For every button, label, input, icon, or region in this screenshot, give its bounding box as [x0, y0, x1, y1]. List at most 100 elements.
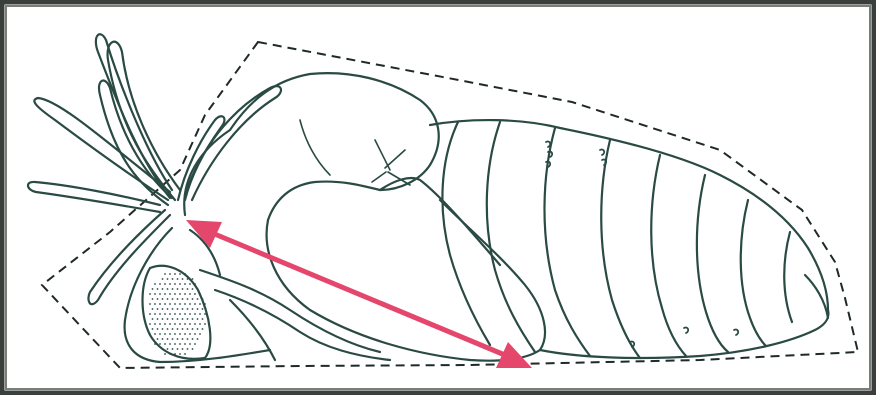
stipple-dot: [157, 308, 159, 310]
stipple-dot: [184, 283, 186, 285]
stipple-dot: [194, 303, 196, 305]
segment-line-7: [741, 200, 766, 346]
segment-line-3: [544, 128, 590, 356]
stipple-dot: [189, 293, 191, 295]
stipple-dot: [164, 303, 166, 305]
stipple-dot: [169, 343, 171, 345]
stipple-dot: [177, 288, 179, 290]
measurement-arrow-shaft: [205, 230, 512, 358]
stipple-dot: [177, 298, 179, 300]
stipple-dot: [187, 298, 189, 300]
stipple-dot: [199, 323, 201, 325]
stipple-dot: [187, 318, 189, 320]
appendage-7: [88, 210, 170, 304]
stipple-dot: [194, 293, 196, 295]
stipple-dot: [154, 293, 156, 295]
stipple-dot: [184, 303, 186, 305]
stipple-dot: [162, 308, 164, 310]
stipple-dot: [177, 318, 179, 320]
stipple-dot: [174, 323, 176, 325]
stipple-dot: [149, 323, 151, 325]
stipple-dot: [159, 333, 161, 335]
stipple-dot: [157, 318, 159, 320]
spiracle-2: [600, 150, 606, 165]
head-lobe: [184, 73, 438, 215]
stipple-dot: [194, 323, 196, 325]
stipple-dot: [204, 303, 206, 305]
abdomen-top-edge: [430, 120, 828, 310]
stipple-dot: [172, 338, 174, 340]
stipple-dot: [167, 318, 169, 320]
stippled-pad-outline: [143, 266, 211, 359]
stipple-dot: [169, 303, 171, 305]
stipple-dot: [182, 348, 184, 350]
stipple-dot: [179, 313, 181, 315]
stipple-dot: [184, 353, 186, 355]
stipple-dot: [149, 303, 151, 305]
stipple-dot: [174, 333, 176, 335]
stipple-dot: [162, 298, 164, 300]
stipple-dot: [169, 313, 171, 315]
stipple-dot: [152, 308, 154, 310]
stipple-dot: [179, 293, 181, 295]
stipple-dot: [197, 308, 199, 310]
stipple-dot: [202, 298, 204, 300]
stipple-dot: [177, 308, 179, 310]
stipple-dot: [189, 283, 191, 285]
stipple-dot: [192, 288, 194, 290]
stipple-dot: [202, 318, 204, 320]
stipple-dot: [154, 333, 156, 335]
stipple-dot: [157, 328, 159, 330]
stipple-dot: [159, 283, 161, 285]
segment-line-5: [651, 155, 686, 356]
stipple-dot: [184, 273, 186, 275]
stipple-dot: [169, 283, 171, 285]
stipple-dot: [197, 338, 199, 340]
stipple-dot: [187, 328, 189, 330]
appendages: [28, 34, 281, 304]
stipple-dot: [169, 293, 171, 295]
stipple-dot: [169, 273, 171, 275]
stipple-dot: [174, 283, 176, 285]
stipple-dot: [192, 318, 194, 320]
legs: [125, 228, 390, 362]
stipple-dot: [182, 298, 184, 300]
stipple-dot: [179, 343, 181, 345]
stipple-dot: [169, 323, 171, 325]
thorax-fold: [268, 182, 380, 220]
stipple-dot: [187, 308, 189, 310]
stippled-pad-dots: [149, 273, 206, 355]
stipple-dot: [172, 308, 174, 310]
stipple-dot: [172, 328, 174, 330]
stipple-dot: [162, 348, 164, 350]
stipple-dot: [177, 348, 179, 350]
stipple-dot: [159, 343, 161, 345]
stipple-dot: [182, 278, 184, 280]
stipple-dot: [189, 343, 191, 345]
stipple-dot: [164, 283, 166, 285]
stipple-dot: [162, 278, 164, 280]
stipple-dot: [204, 313, 206, 315]
stipple-dot: [179, 283, 181, 285]
stipple-dot: [152, 288, 154, 290]
stipple-dot: [179, 333, 181, 335]
stipple-dot: [192, 298, 194, 300]
stipple-dot: [177, 328, 179, 330]
stipple-dot: [194, 283, 196, 285]
stipple-dot: [199, 333, 201, 335]
stipple-dot: [202, 328, 204, 330]
stipple-dot: [157, 338, 159, 340]
stipple-dot: [199, 303, 201, 305]
stipple-dot: [182, 318, 184, 320]
stipple-dot: [154, 283, 156, 285]
stipple-dot: [199, 313, 201, 315]
stipple-dot: [167, 298, 169, 300]
wing-pad-inner: [380, 178, 500, 265]
stipple-dot: [192, 338, 194, 340]
leg-3: [215, 290, 390, 360]
stipple-dot: [182, 288, 184, 290]
stipple-dot: [169, 353, 171, 355]
appendage-1: [108, 42, 180, 200]
